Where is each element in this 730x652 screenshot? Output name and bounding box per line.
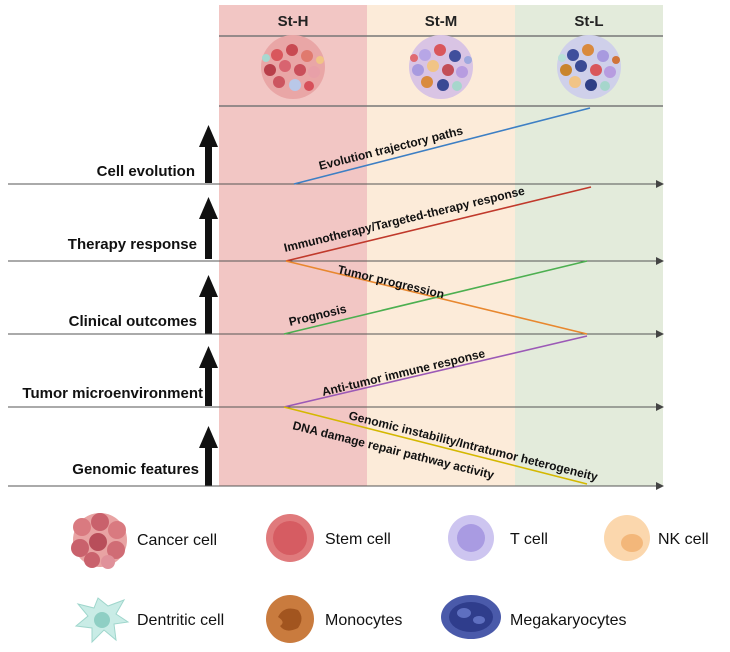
legend: Cancer cell Stem cell T cell NK cell Den… — [71, 513, 709, 644]
up-arrow-icon — [199, 197, 218, 259]
megakaryocyte-icon — [441, 595, 501, 639]
trend-lines — [283, 107, 592, 485]
column-title-st-h: St-H — [278, 13, 309, 30]
tumor-cluster-st-h — [261, 35, 325, 99]
row-label-clinical-outcomes: Clinical outcomes — [69, 313, 197, 330]
up-arrow-icon — [199, 426, 218, 486]
legend-label-dendritic-cell: Dentritic cell — [137, 612, 224, 629]
column-title-st-l: St-L — [574, 13, 603, 30]
t-cell-icon — [448, 515, 494, 561]
column-title-st-m: St-M — [425, 13, 458, 30]
row-label-therapy-response: Therapy response — [68, 236, 197, 253]
legend-label-monocytes: Monocytes — [325, 612, 402, 629]
monocyte-icon — [266, 595, 314, 643]
trend-line-therapy — [285, 186, 592, 262]
legend-label-cancer-cell: Cancer cell — [137, 532, 217, 549]
cancer-cell-icon — [71, 513, 127, 569]
legend-label-nk-cell: NK cell — [658, 531, 709, 548]
legend-label-t-cell: T cell — [510, 531, 548, 548]
up-arrow-icon — [199, 346, 218, 406]
stem-cell-icon — [266, 514, 314, 562]
row-label-tumor-microenvironment: Tumor microenvironment — [22, 385, 203, 402]
dendritic-cell-icon — [74, 597, 130, 644]
trend-line-immune — [283, 335, 588, 408]
up-arrow-icon — [199, 125, 218, 183]
up-arrows — [199, 125, 218, 486]
legend-label-megakaryocytes: Megakaryocytes — [510, 612, 627, 629]
trend-line-genomic — [283, 406, 588, 485]
row-axes — [8, 180, 664, 490]
nk-cell-icon — [604, 515, 650, 561]
tumor-cluster-st-m — [409, 35, 473, 99]
trend-line-prognosis — [283, 260, 588, 335]
row-label-genomic-features: Genomic features — [72, 461, 199, 478]
legend-label-stem-cell: Stem cell — [325, 531, 391, 548]
trend-line-evolution — [293, 107, 591, 185]
tumor-cluster-st-l — [557, 35, 621, 99]
row-label-cell-evolution: Cell evolution — [97, 163, 195, 180]
up-arrow-icon — [199, 275, 218, 334]
